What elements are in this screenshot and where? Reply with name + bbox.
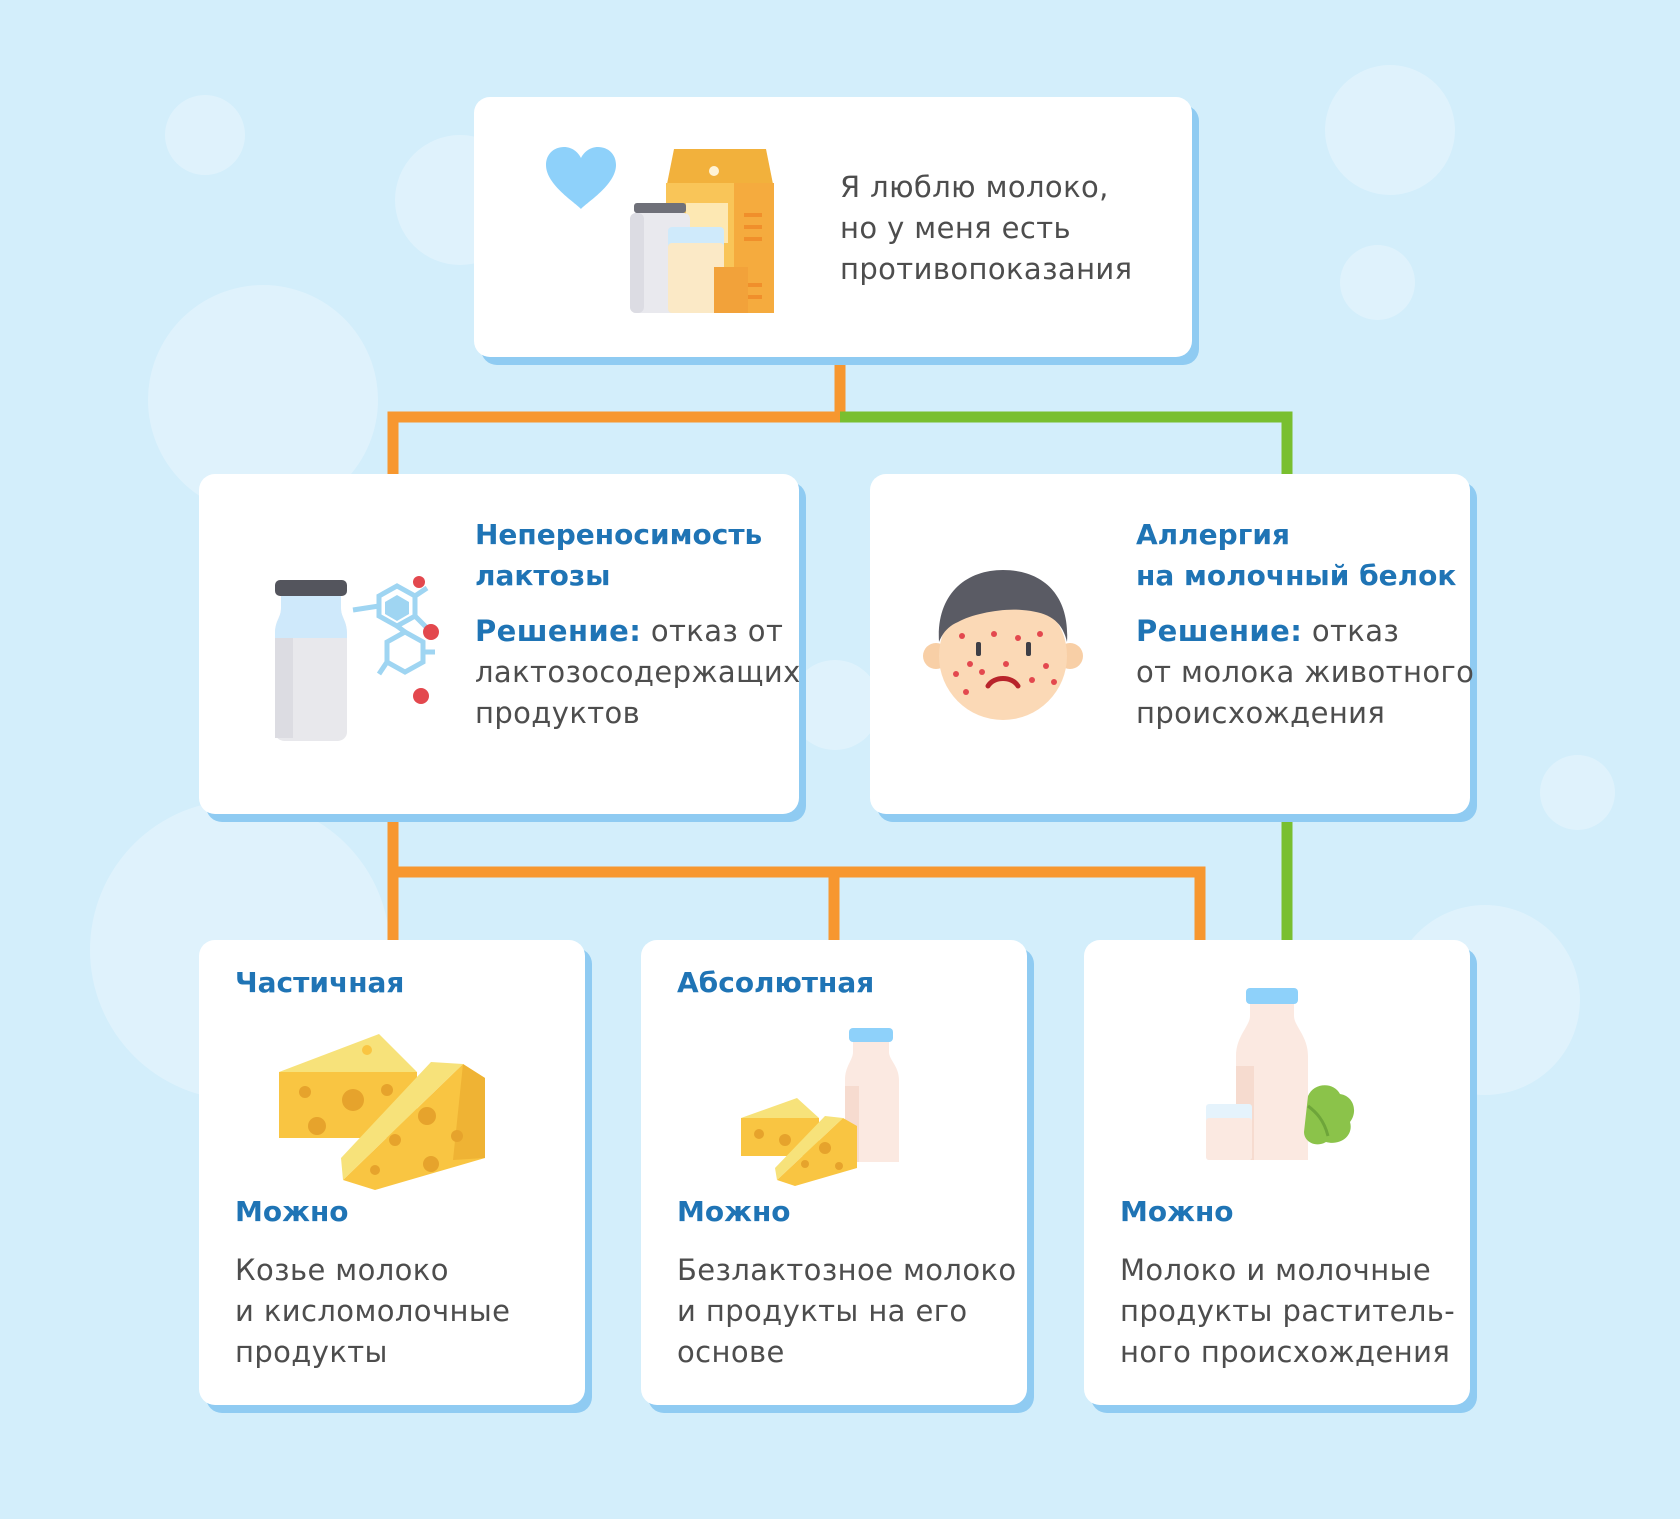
plant-card: Можно Молоко и молочные продукты растите… [1084, 940, 1470, 1405]
milk-carton-icon [630, 149, 774, 313]
absolute-allowed-label: Можно [677, 1195, 791, 1228]
absolute-card: Абсолютная Можно Безлактозное молоко и п… [641, 940, 1027, 1405]
allergy-title: Аллергия на молочный белок [1136, 518, 1457, 592]
milk-bottle-icon [275, 580, 347, 741]
plant-allowed-text: Молоко и молочные продукты раститель- но… [1120, 1253, 1456, 1369]
partial-allowed-text: Козье молоко и кисломолочные продукты [235, 1253, 511, 1369]
partial-allowed-label: Можно [235, 1195, 349, 1228]
background-bubble [1325, 65, 1455, 195]
connector-intolerance-bus [387, 815, 1206, 940]
background-bubble [1540, 755, 1615, 830]
allergy-solution: Решение: отказ от молока животного проис… [1136, 614, 1475, 730]
partial-title: Частичная [235, 966, 405, 999]
lactose-molecule-icon [352, 576, 439, 704]
plant-milk-icon [1206, 988, 1355, 1160]
plant-allowed-label: Можно [1120, 1195, 1234, 1228]
heart-icon [546, 147, 616, 209]
intolerance-card: Непереносимость лактозы Решение: отказ о… [199, 474, 801, 814]
absolute-title: Абсолютная [677, 966, 875, 999]
connector-root-intolerance [387, 360, 846, 480]
intolerance-solution: Решение: отказ от лактозосодержащих прод… [475, 614, 801, 730]
intolerance-title: Непереносимость лактозы [475, 518, 763, 592]
cheese-icon [279, 1034, 485, 1190]
cheese-icon [741, 1098, 857, 1186]
root-card: Я люблю молоко, но у меня есть противопо… [474, 97, 1192, 357]
root-question: Я люблю молоко, но у меня есть противопо… [840, 170, 1133, 286]
background-bubble [790, 660, 880, 750]
rash-face-icon [923, 570, 1083, 720]
absolute-allowed-text: Безлактозное молоко и продукты на его ос… [677, 1253, 1017, 1369]
connector-root-allergy [840, 411, 1293, 480]
allergy-card: Аллергия на молочный белок Решение: отка… [870, 474, 1474, 814]
background-bubble [1340, 245, 1415, 320]
partial-card: Частичная Можно Козье молоко и кисломоло… [199, 940, 585, 1405]
background-bubble [165, 95, 245, 175]
